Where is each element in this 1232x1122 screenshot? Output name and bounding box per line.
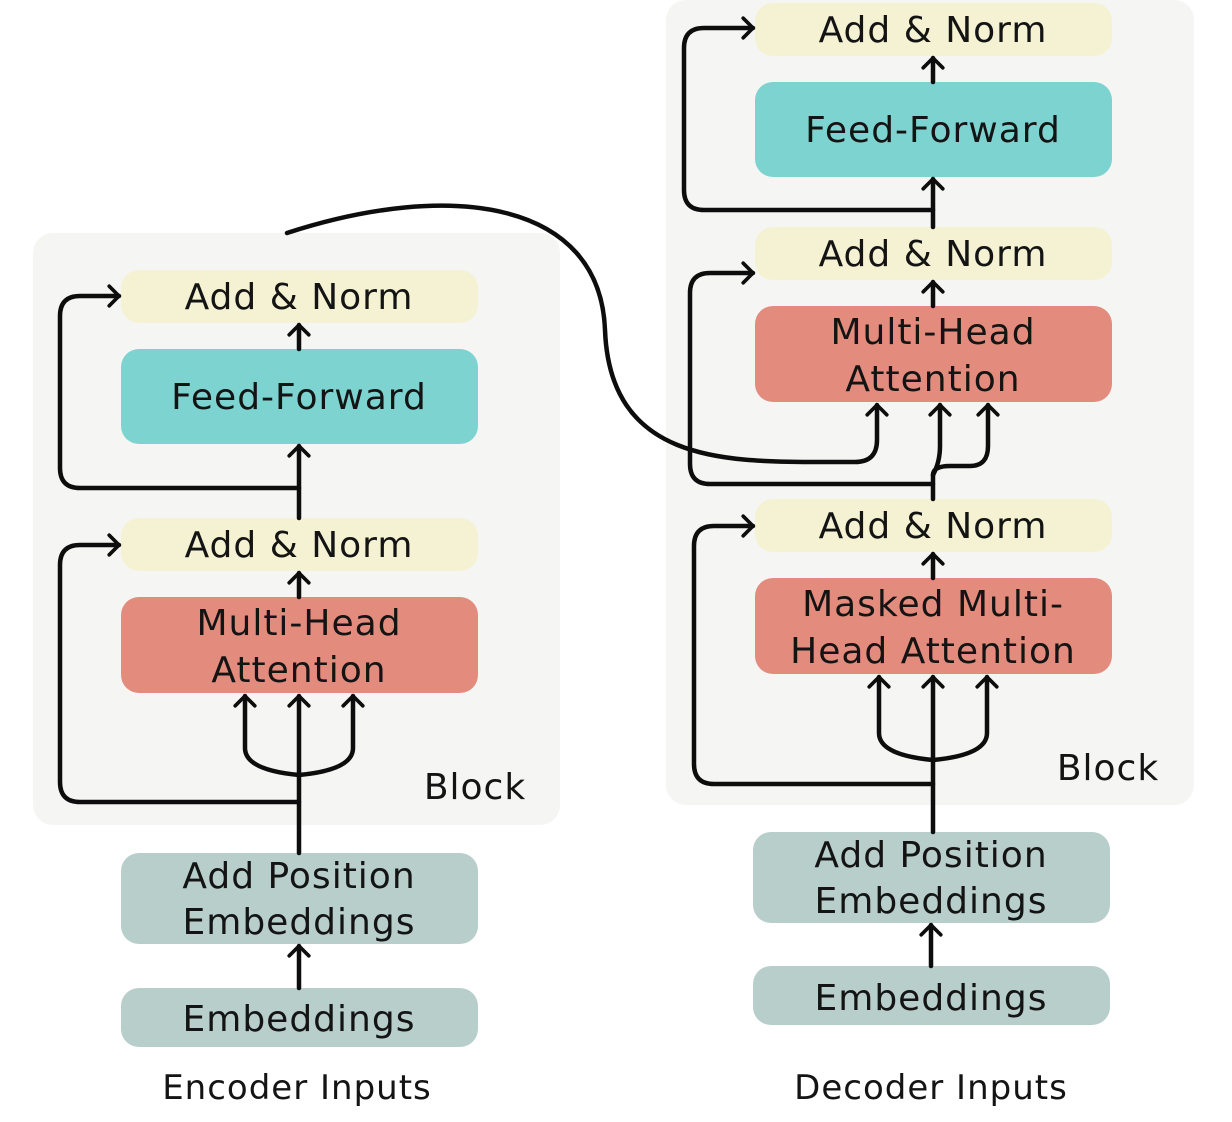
- encoder-attention-label-line1: Multi-Head: [196, 603, 401, 644]
- encoder-add-norm-bottom-label: Add & Norm: [185, 525, 414, 566]
- decoder-add-norm-mid-label: Add & Norm: [819, 234, 1048, 275]
- encoder-embeddings: [121, 988, 478, 1047]
- decoder-residual-3: [681, 16, 936, 213]
- encoder-position-label-line2: Embeddings: [183, 902, 416, 943]
- decoder-connectors: [681, 16, 1000, 969]
- encoder-block-label: Block: [424, 767, 526, 808]
- encoder-arrow-attention-right: [296, 693, 365, 778]
- encoder-add-norm-top-label: Add & Norm: [185, 277, 414, 318]
- decoder-add-norm-bottom: [755, 499, 1112, 552]
- encoder-feed-forward-label: Feed-Forward: [171, 377, 427, 418]
- decoder-add-norm-mid: [755, 227, 1112, 280]
- decoder-feed-forward: [755, 82, 1112, 177]
- decoder-add-norm-bottom-label: Add & Norm: [819, 506, 1048, 547]
- encoder-add-position-embeddings: [121, 853, 478, 944]
- decoder-position-label-line1: Add Position: [814, 835, 1047, 876]
- encoder-inputs-caption: Encoder Inputs: [162, 1068, 432, 1108]
- decoder-add-norm-top-label: Add & Norm: [819, 10, 1048, 51]
- encoder-feed-forward: [121, 349, 478, 444]
- decoder-feed-forward-label: Feed-Forward: [805, 110, 1061, 151]
- decoder-arrow-masked-right: [930, 674, 999, 763]
- decoder-inputs-caption: Decoder Inputs: [794, 1068, 1068, 1108]
- decoder-masked-label-line2: Head Attention: [790, 631, 1076, 672]
- encoder-attention-label-line2: Attention: [211, 650, 386, 691]
- decoder-add-norm-top: [755, 3, 1112, 56]
- encoder-arrow-attention-left: [233, 693, 302, 778]
- decoder-residual-2: [687, 261, 936, 487]
- decoder-masked-attention: [755, 578, 1112, 674]
- decoder-add-position-embeddings: [753, 832, 1110, 923]
- encoder-add-norm-top: [121, 270, 478, 323]
- decoder-position-label-line2: Embeddings: [815, 881, 1048, 922]
- encoder-position-label-line1: Add Position: [182, 856, 415, 897]
- decoder-arrow-masked-left: [867, 674, 936, 763]
- decoder-embeddings-label: Embeddings: [815, 978, 1048, 1019]
- decoder-cross-attention-label-line2: Attention: [845, 359, 1020, 400]
- decoder-masked-label-line1: Masked Multi-: [802, 584, 1064, 625]
- decoder-embeddings: [753, 966, 1110, 1025]
- decoder-arrow-cross-right: [930, 402, 1000, 478]
- decoder-block-label: Block: [1057, 748, 1159, 789]
- encoder-connectors: [57, 284, 365, 991]
- encoder-residual-2: [57, 284, 302, 491]
- decoder-cross-attention-label-line1: Multi-Head: [830, 312, 1035, 353]
- decoder-residual-1: [691, 514, 936, 787]
- encoder-add-norm-bottom: [121, 518, 478, 571]
- encoder-multi-head-attention: [121, 597, 478, 693]
- decoder-cross-attention: [755, 306, 1112, 402]
- encoder-embeddings-label: Embeddings: [183, 999, 416, 1040]
- encoder-residual-1: [57, 533, 302, 805]
- encoder-to-decoder-connection: [284, 203, 889, 465]
